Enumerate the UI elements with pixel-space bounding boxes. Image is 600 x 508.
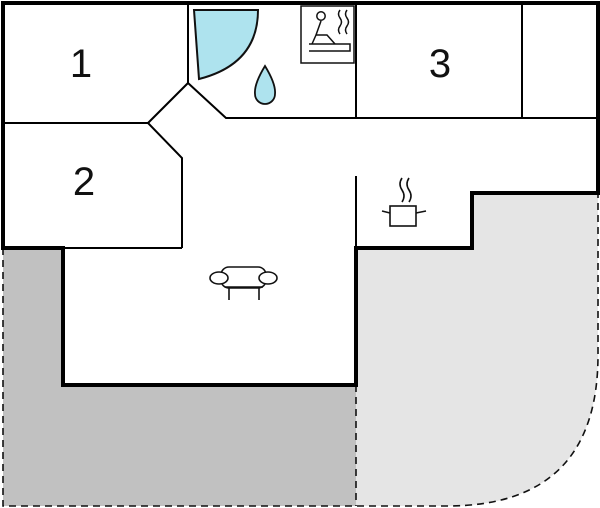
water-drop-icon xyxy=(254,64,276,105)
shower-icon xyxy=(192,9,260,81)
terrace-covered xyxy=(3,248,356,506)
room-2-label: 2 xyxy=(73,160,95,204)
terrace-outline xyxy=(2,193,599,507)
room-3-label: 3 xyxy=(429,42,451,86)
terrace-open xyxy=(356,193,598,506)
sofa-icon xyxy=(209,266,278,300)
sauna-icon xyxy=(300,5,355,64)
interior-walls xyxy=(3,3,598,249)
interior-floor xyxy=(3,3,598,385)
kitchen-pot-icon xyxy=(381,177,427,227)
room-1-label: 1 xyxy=(70,42,92,86)
